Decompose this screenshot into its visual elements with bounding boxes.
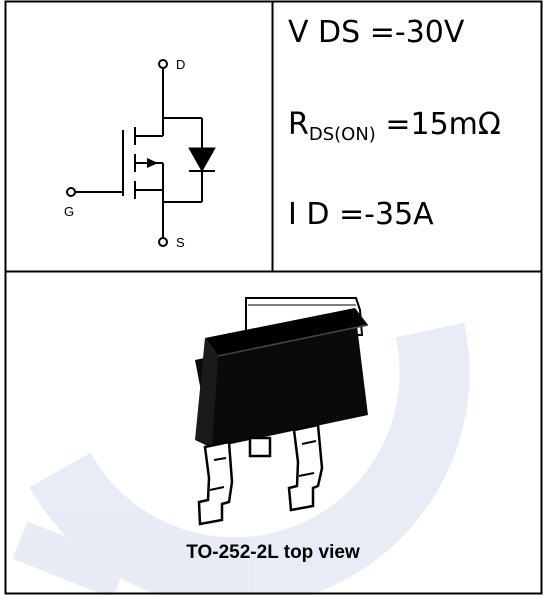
body-diode-icon [188, 147, 216, 173]
pin-label-drain: D [176, 57, 185, 72]
spec-table [4, 0, 543, 595]
spec-rds-symbol: R [288, 107, 309, 142]
package-caption: TO-252-2L top view [186, 542, 360, 563]
spec-id: I D =-35A [288, 197, 434, 232]
pin-label-gate: G [64, 204, 74, 219]
pin-label-source: S [176, 235, 185, 250]
mosfet-symbol [66, 59, 216, 247]
channel-arrow-icon [147, 158, 158, 168]
source-terminal [158, 237, 168, 247]
drain-terminal [158, 59, 168, 69]
gate-terminal [66, 187, 76, 197]
spec-vds: V DS =-30V [288, 15, 465, 50]
package-illustration [195, 297, 369, 526]
spec-rds-subscript: DS(ON) [308, 124, 376, 145]
spec-rds-value: =15mΩ [375, 107, 501, 142]
watermark [12, 322, 470, 595]
spec-rds-on: RDS(ON) =15mΩ [288, 107, 501, 144]
